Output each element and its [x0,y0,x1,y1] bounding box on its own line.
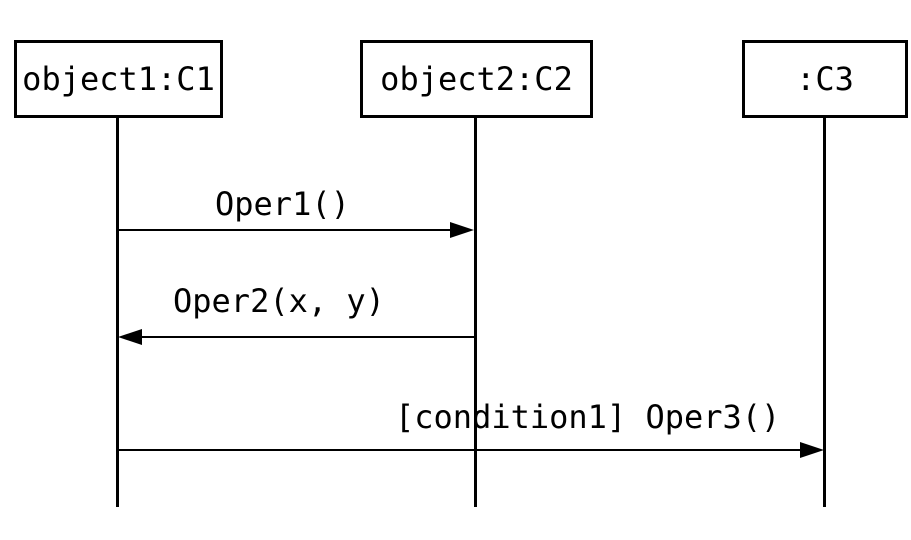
lifeline-object1-c1 [116,118,119,507]
actor-box-c3: :C3 [742,40,908,118]
message-line-oper1 [118,229,451,231]
message-line-oper2 [141,336,475,338]
lifeline-c3 [823,118,826,507]
actor-box-object1-c1: object1:C1 [14,40,223,118]
lifeline-object2-c2 [474,118,477,507]
arrowhead-right-icon [450,222,474,238]
arrowhead-right-icon [800,442,824,458]
actor-box-object2-c2: object2:C2 [360,40,593,118]
message-label-oper2: Oper2(x, y) [173,282,385,320]
message-line-oper3 [118,449,801,451]
message-label-oper1: Oper1() [215,185,350,223]
message-label-oper3: [condition1] Oper3() [395,398,781,436]
arrowhead-left-icon [118,329,142,345]
